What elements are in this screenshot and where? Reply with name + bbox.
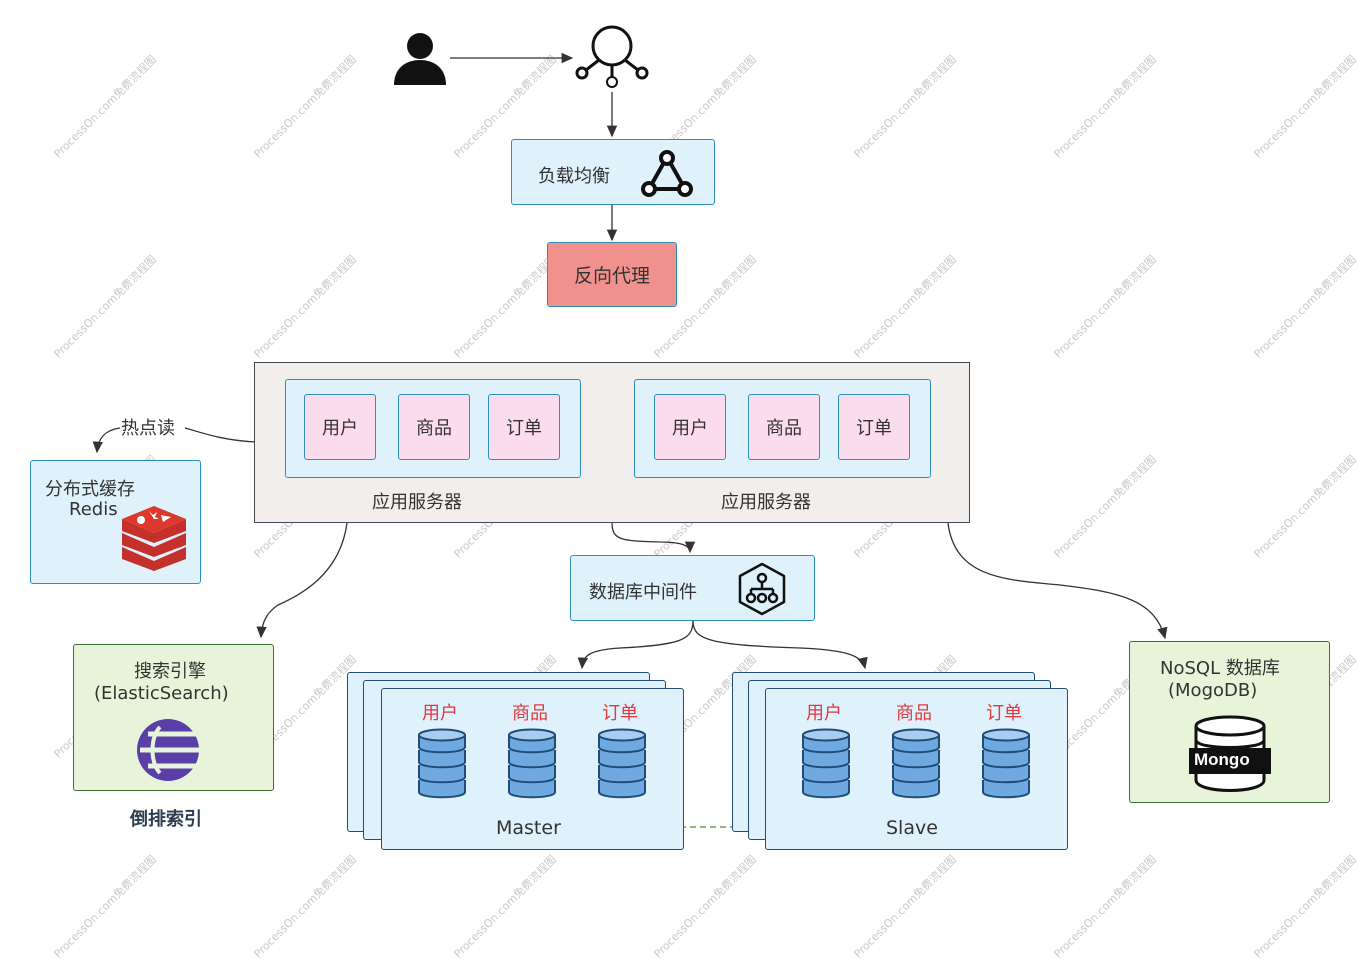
arrow-app-to-search (256, 522, 348, 639)
module-product[interactable]: 商品 (398, 394, 470, 460)
nosql-subtitle: (MogoDB) (1168, 680, 1258, 701)
cache-title: 分布式缓存 (45, 479, 135, 500)
master-db-label-product: 商品 (512, 703, 548, 724)
load-balancer-box[interactable]: 负载均衡 (511, 139, 715, 205)
db-middleware-box[interactable]: 数据库中间件 (570, 555, 815, 621)
database-icon (980, 728, 1032, 799)
triangle-nodes-icon (641, 150, 693, 197)
app-server-2[interactable]: 用户 商品 订单 (634, 379, 931, 478)
arrow-app-to-middleware (611, 521, 696, 554)
slave-label: Slave (886, 817, 938, 839)
nosql-title: NoSQL 数据库 (1160, 658, 1280, 679)
load-balancer-label: 负载均衡 (538, 166, 610, 187)
master-label: Master (496, 817, 561, 839)
reverse-proxy-label: 反向代理 (573, 265, 650, 287)
hierarchy-hexagon-icon (738, 562, 786, 616)
cache-subtitle: Redis (69, 499, 118, 520)
hot-read-label: 热点读 (121, 414, 175, 440)
arrow-hot-read (97, 427, 256, 452)
module-order[interactable]: 订单 (488, 394, 560, 460)
slave-db-group[interactable]: 用户 商品 订单 Slave (765, 688, 1068, 850)
db-middleware-label: 数据库中间件 (589, 582, 697, 603)
master-db-label-order: 订单 (602, 703, 638, 724)
database-icon (596, 728, 648, 799)
redis-icon (122, 506, 186, 571)
master-db-group[interactable]: 用户 商品 订单 Master (381, 688, 684, 850)
nosql-db-box[interactable]: NoSQL 数据库 (MogoDB) Mongo (1129, 641, 1330, 803)
reverse-proxy-box[interactable]: 反向代理 (547, 242, 677, 307)
slave-db-label-user: 用户 (806, 703, 842, 724)
distributed-cache-box[interactable]: 分布式缓存 Redis (30, 460, 201, 584)
arrow-middleware-to-master (577, 620, 694, 670)
database-icon (800, 728, 852, 799)
master-db-label-user: 用户 (422, 703, 458, 724)
module-order[interactable]: 订单 (838, 394, 910, 460)
module-user[interactable]: 用户 (304, 394, 376, 460)
search-title: 搜索引擎 (134, 661, 206, 682)
inverted-index-caption: 倒排索引 (130, 809, 202, 830)
database-icon (416, 728, 468, 799)
search-engine-box[interactable]: 搜索引擎 (ElasticSearch) (73, 644, 274, 791)
database-icon (890, 728, 942, 799)
elasticsearch-icon (137, 719, 202, 781)
network-hub-icon (575, 25, 649, 88)
connectors (0, 52, 1168, 833)
slave-db-label-order: 订单 (986, 703, 1022, 724)
user-icon (394, 33, 446, 85)
database-icon (506, 728, 558, 799)
slave-db-label-product: 商品 (896, 703, 932, 724)
mongo-logo-text: Mongo (1194, 750, 1250, 769)
app-server-1[interactable]: 用户 商品 订单 (285, 379, 581, 478)
module-product[interactable]: 商品 (748, 394, 820, 460)
module-user[interactable]: 用户 (654, 394, 726, 460)
app-server-2-label: 应用服务器 (721, 492, 811, 513)
arrow-middleware-to-slave (692, 620, 868, 670)
arrow-app-to-nosql (947, 522, 1168, 640)
mongodb-icon (1189, 715, 1271, 792)
app-server-1-label: 应用服务器 (372, 492, 462, 513)
search-subtitle: (ElasticSearch) (94, 683, 229, 704)
